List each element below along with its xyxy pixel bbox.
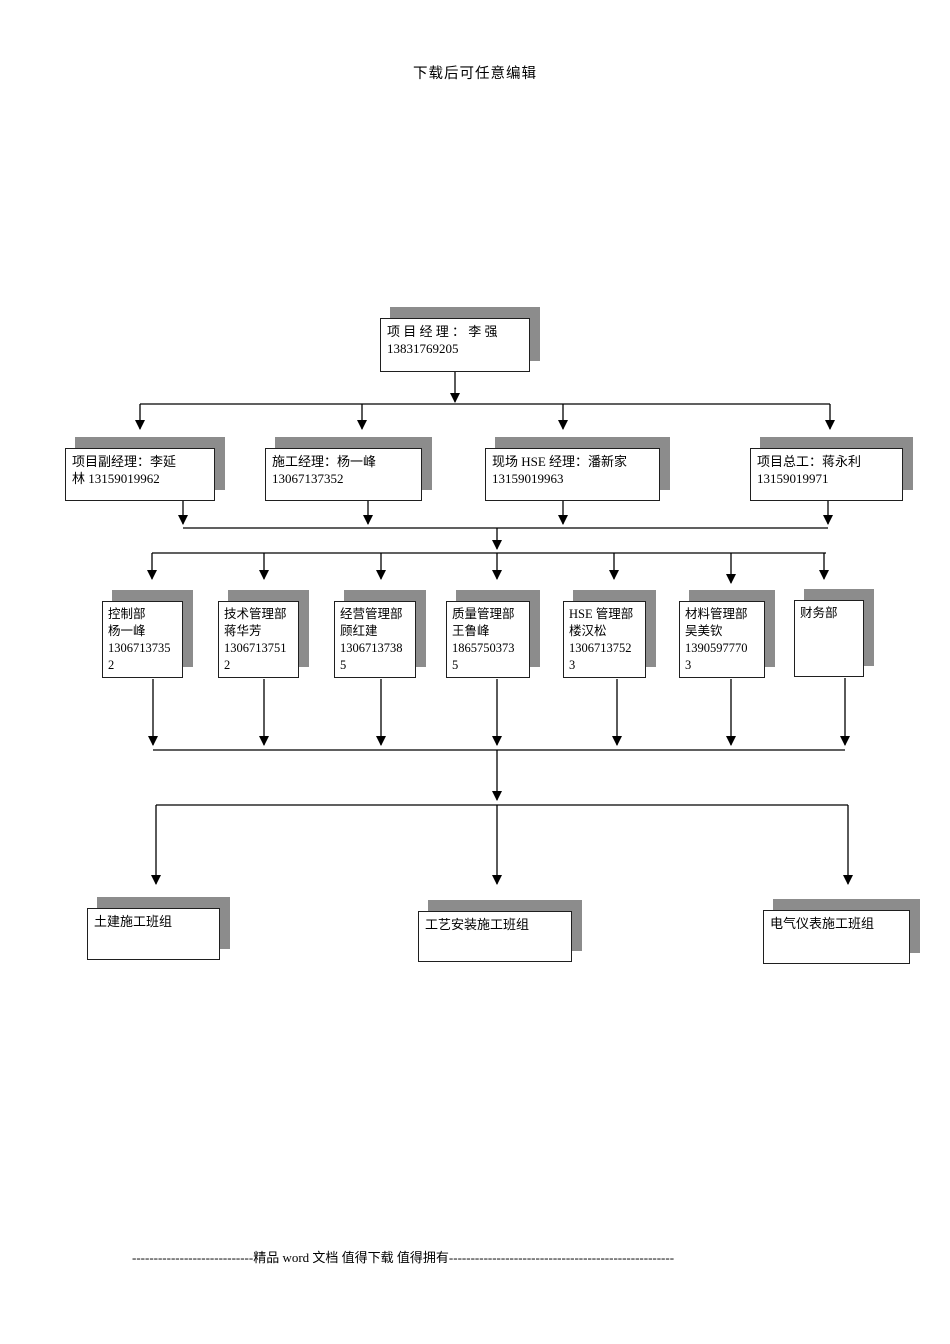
footer-text: ----------------------------精品 word 文档 值… [132, 1250, 675, 1265]
connector-level1-level2 [135, 372, 835, 430]
box-label: 材料管理部 吴美钦 1390597770 3 [679, 601, 765, 678]
header-text: 下载后可任意编辑 [413, 66, 537, 82]
box-construction-manager[interactable]: 施工经理：杨一峰 13067137352 [265, 437, 432, 501]
box-label: 控制部 杨一峰 1306713735 2 [102, 601, 183, 678]
box-label: 施工经理：杨一峰 13067137352 [265, 448, 422, 501]
box-electrical-instrument-crew[interactable]: 电气仪表施工班组 [763, 899, 920, 964]
box-label: 项目总工：蒋永利 13159019971 [750, 448, 903, 501]
box-label: 财务部 [794, 600, 864, 677]
box-label: 现场 HSE 经理：潘新家 13159019963 [485, 448, 660, 501]
connector-level2-level3 [147, 501, 833, 584]
box-site-hse-manager[interactable]: 现场 HSE 经理：潘新家 13159019963 [485, 437, 670, 501]
box-deputy-project-manager[interactable]: 项目副经理：李延 林 13159019962 [65, 437, 225, 501]
box-label: 项 目 经 理 ： 李 强 13831769205 [380, 318, 530, 372]
box-quality-dept[interactable]: 质量管理部 王鲁峰 1865750373 5 [446, 590, 540, 678]
box-process-installation-crew[interactable]: 工艺安装施工班组 [418, 900, 582, 962]
box-hse-dept[interactable]: HSE 管理部 楼汉松 1306713752 3 [563, 590, 656, 678]
box-control-dept[interactable]: 控制部 杨一峰 1306713735 2 [102, 590, 193, 678]
box-business-dept[interactable]: 经营管理部 顾红建 1306713738 5 [334, 590, 426, 678]
box-technical-dept[interactable]: 技术管理部 蒋华芳 1306713751 2 [218, 590, 309, 678]
box-project-manager[interactable]: 项 目 经 理 ： 李 强 13831769205 [380, 307, 540, 372]
box-label: 项目副经理：李延 林 13159019962 [65, 448, 215, 501]
box-label: 工艺安装施工班组 [418, 911, 572, 962]
box-label: 质量管理部 王鲁峰 1865750373 5 [446, 601, 530, 678]
box-label: 土建施工班组 [87, 908, 220, 960]
box-label: 电气仪表施工班组 [763, 910, 910, 964]
box-label: HSE 管理部 楼汉松 1306713752 3 [563, 601, 646, 678]
box-label: 经营管理部 顾红建 1306713738 5 [334, 601, 416, 678]
box-finance-dept[interactable]: 财务部 [794, 589, 874, 677]
box-material-dept[interactable]: 材料管理部 吴美钦 1390597770 3 [679, 590, 775, 678]
box-chief-engineer[interactable]: 项目总工：蒋永利 13159019971 [750, 437, 913, 501]
box-label: 技术管理部 蒋华芳 1306713751 2 [218, 601, 299, 678]
connector-level3-level4 [148, 678, 853, 885]
box-civil-construction-crew[interactable]: 土建施工班组 [87, 897, 230, 960]
